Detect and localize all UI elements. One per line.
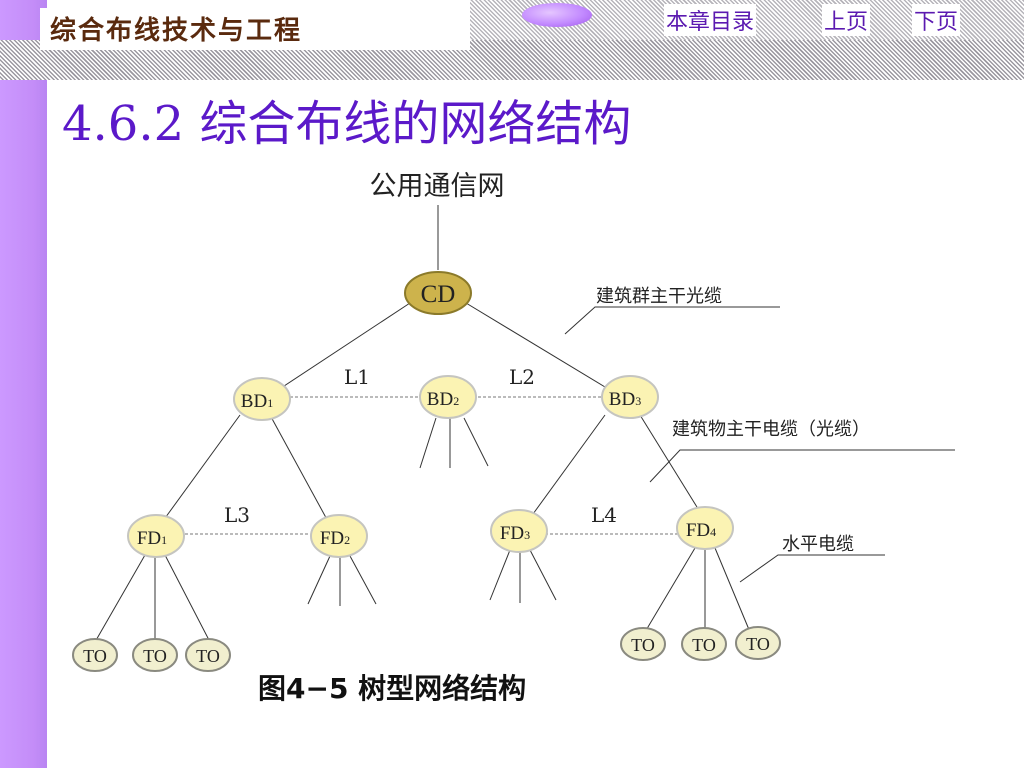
public-network-label: 公用通信网 <box>370 171 505 202</box>
peer-links <box>185 396 678 535</box>
to-node-label: TO <box>631 635 655 655</box>
link-l4-label: L4 <box>591 503 617 527</box>
node-fd1 <box>127 514 185 558</box>
node-bd2-label: BD2 <box>427 389 459 410</box>
node-fd4 <box>676 506 734 550</box>
node-cd-label: CD <box>421 281 456 308</box>
to-node <box>681 627 727 661</box>
slide-title: 4.6.2 综合布线的网络结构 <box>62 96 632 152</box>
callout-leaders <box>564 306 955 583</box>
to-terminals: TO TO TO TO TO TO <box>72 626 781 672</box>
nav-next-link[interactable]: 下页 <box>912 4 961 36</box>
node-fd2 <box>310 514 368 558</box>
left-decor-bar <box>0 0 47 768</box>
to-node-label: TO <box>196 646 220 666</box>
to-node-label: TO <box>143 646 167 666</box>
course-logo-box <box>40 8 470 50</box>
decorative-oval <box>522 3 592 27</box>
node-bd1 <box>233 377 291 421</box>
tree-edges <box>94 205 751 643</box>
to-node <box>620 627 666 661</box>
node-cd <box>404 271 472 315</box>
building-backbone-label: 建筑物主干电缆（光缆） <box>672 419 870 440</box>
node-fd3-label: FD3 <box>500 523 530 544</box>
node-fd4-label: FD4 <box>686 520 716 541</box>
course-title: 综合布线技术与工程 <box>50 16 303 46</box>
node-bd1-label: BD1 <box>241 391 273 412</box>
to-node-label: TO <box>83 646 107 666</box>
horizontal-cable-label: 水平电缆 <box>782 534 854 555</box>
campus-backbone-label: 建筑群主干光缆 <box>596 286 722 307</box>
node-fd3 <box>490 509 548 553</box>
node-bd2 <box>419 375 477 419</box>
to-node <box>185 638 231 672</box>
to-node-label: TO <box>692 635 716 655</box>
node-bd3-label: BD3 <box>609 389 641 410</box>
node-fd1-label: FD1 <box>137 528 167 549</box>
nav-toc-link[interactable]: 本章目录 <box>664 4 757 36</box>
to-node-label: TO <box>746 634 770 654</box>
link-l2-label: L2 <box>509 365 535 389</box>
to-node <box>72 638 118 672</box>
link-l1-label: L1 <box>344 365 370 389</box>
node-bd3 <box>601 375 659 419</box>
figure-caption: 图4−5 树型网络结构 <box>258 672 526 705</box>
node-fd2-label: FD2 <box>320 528 350 549</box>
to-node <box>132 638 178 672</box>
to-node <box>735 626 781 660</box>
nav-prev-link[interactable]: 上页 <box>822 4 871 36</box>
link-l3-label: L3 <box>224 503 250 527</box>
